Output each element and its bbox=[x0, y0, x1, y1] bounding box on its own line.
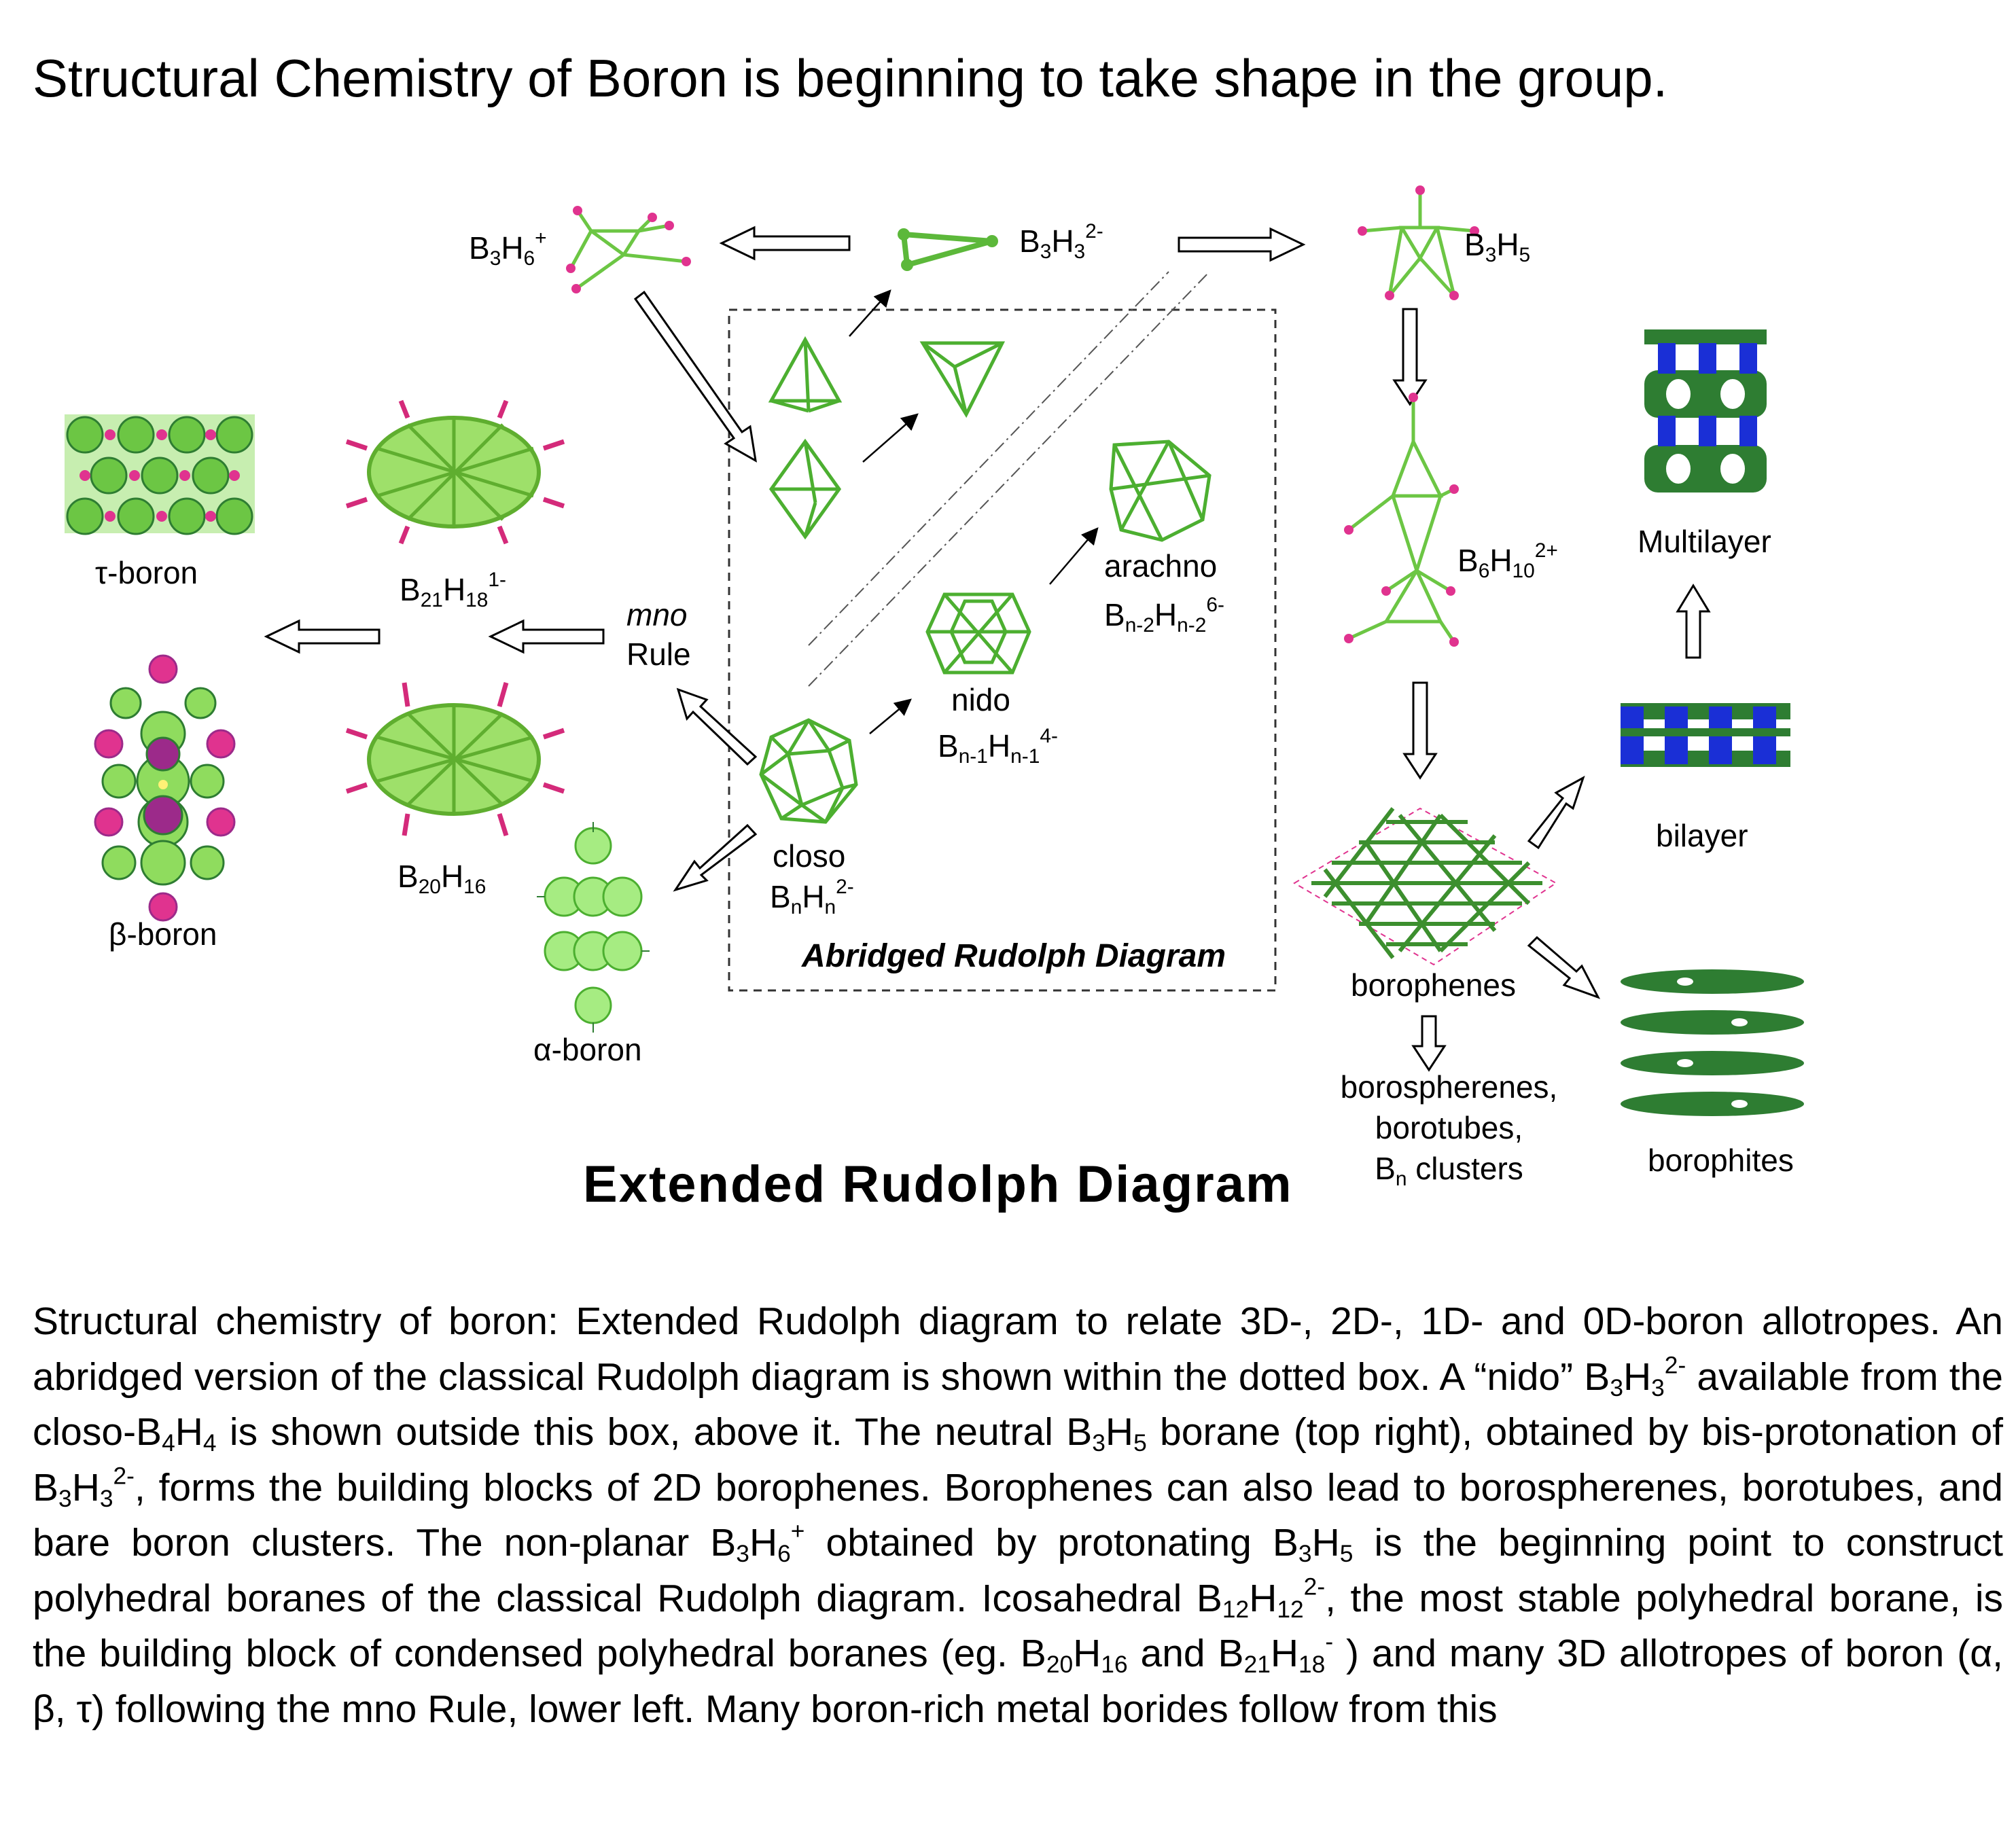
arrow-down-b3h5 bbox=[1392, 308, 1428, 406]
b21h18-cluster bbox=[345, 399, 565, 545]
label-borophites: borophites bbox=[1648, 1143, 1794, 1178]
label-arachno: arachno bbox=[1104, 548, 1218, 584]
arrow-left-mno-1 bbox=[488, 619, 605, 654]
label-b3h6: B3H6+ bbox=[469, 227, 547, 270]
b6h10-cluster bbox=[1344, 393, 1459, 647]
label-beta-boron: β-boron bbox=[109, 916, 217, 952]
arrow-right-top bbox=[1178, 227, 1306, 262]
arrow-to-bilayer bbox=[1527, 775, 1585, 850]
trigonal-bipyramid bbox=[768, 438, 842, 540]
b3h5-cluster bbox=[1358, 185, 1479, 300]
arrow-closo-to-mno bbox=[676, 687, 758, 766]
label-arachno-formula: Bn-2Hn-26- bbox=[1104, 594, 1224, 637]
arrow-left-top bbox=[719, 226, 851, 261]
label-borospherenes: borospherenes, borotubes, Bn clusters bbox=[1340, 1069, 1558, 1190]
arrow-left-mno-2 bbox=[264, 619, 381, 654]
tau-boron-lattice bbox=[65, 414, 255, 535]
label-b3h5: B3H5 bbox=[1464, 227, 1531, 266]
arrow-closo-to-alpha bbox=[673, 823, 758, 892]
label-closo-formula: BnHn2- bbox=[770, 876, 854, 918]
label-borophenes: borophenes bbox=[1351, 967, 1516, 1003]
label-nido: nido bbox=[951, 682, 1010, 717]
abridged-title: Abridged Rudolph Diagram bbox=[802, 938, 1226, 974]
label-tau-boron: τ-boron bbox=[95, 555, 198, 590]
multilayer-structure bbox=[1644, 329, 1767, 493]
open-tetrahedron bbox=[919, 341, 1006, 418]
arrow-down-b6h10 bbox=[1402, 681, 1438, 780]
borophite-stack bbox=[1621, 969, 1804, 1116]
b3h3-triangle bbox=[898, 228, 998, 271]
label-nido-formula: Bn-1Hn-14- bbox=[938, 725, 1058, 768]
icosahedron bbox=[759, 718, 858, 824]
arachno-cluster bbox=[1109, 440, 1212, 542]
borophene-sheet bbox=[1293, 807, 1557, 966]
bilayer-structure bbox=[1621, 703, 1790, 767]
label-b6h10: B6H102+ bbox=[1457, 539, 1558, 582]
abridged-box bbox=[728, 308, 1277, 992]
label-b21h18: B21H181- bbox=[400, 569, 506, 611]
label-mno: mno bbox=[626, 597, 688, 632]
alpha-boron-lattice bbox=[537, 822, 650, 1033]
nido-cluster bbox=[925, 592, 1031, 675]
arrow-up-multilayer bbox=[1676, 584, 1711, 659]
page-title: Structural Chemistry of Boron is beginni… bbox=[33, 48, 1668, 108]
tetrahedron bbox=[768, 336, 843, 413]
label-closo: closo bbox=[773, 838, 846, 874]
label-b3h3: B3H32- bbox=[1019, 220, 1103, 263]
diagonal-guides bbox=[808, 271, 1210, 687]
label-multilayer: Multilayer bbox=[1638, 524, 1771, 559]
caption-paragraph: Structural chemistry of boron: Extended … bbox=[33, 1300, 2004, 1731]
beta-boron-lattice bbox=[94, 654, 236, 922]
label-rule: Rule bbox=[626, 637, 691, 672]
arrow-down-borophenes bbox=[1411, 1015, 1447, 1072]
arrow-to-borophites bbox=[1527, 935, 1601, 999]
diagram-title: Extended Rudolph Diagram bbox=[583, 1156, 1293, 1213]
label-bilayer: bilayer bbox=[1656, 818, 1748, 853]
b3h6-cluster bbox=[566, 206, 691, 293]
b20h16-cluster bbox=[345, 682, 565, 837]
arrow-diag-b3h6 bbox=[633, 290, 757, 463]
label-alpha-boron: α-boron bbox=[533, 1032, 642, 1067]
label-b20h16: B20H16 bbox=[397, 859, 487, 898]
rudolph-diagram-graphics bbox=[65, 185, 1804, 1116]
